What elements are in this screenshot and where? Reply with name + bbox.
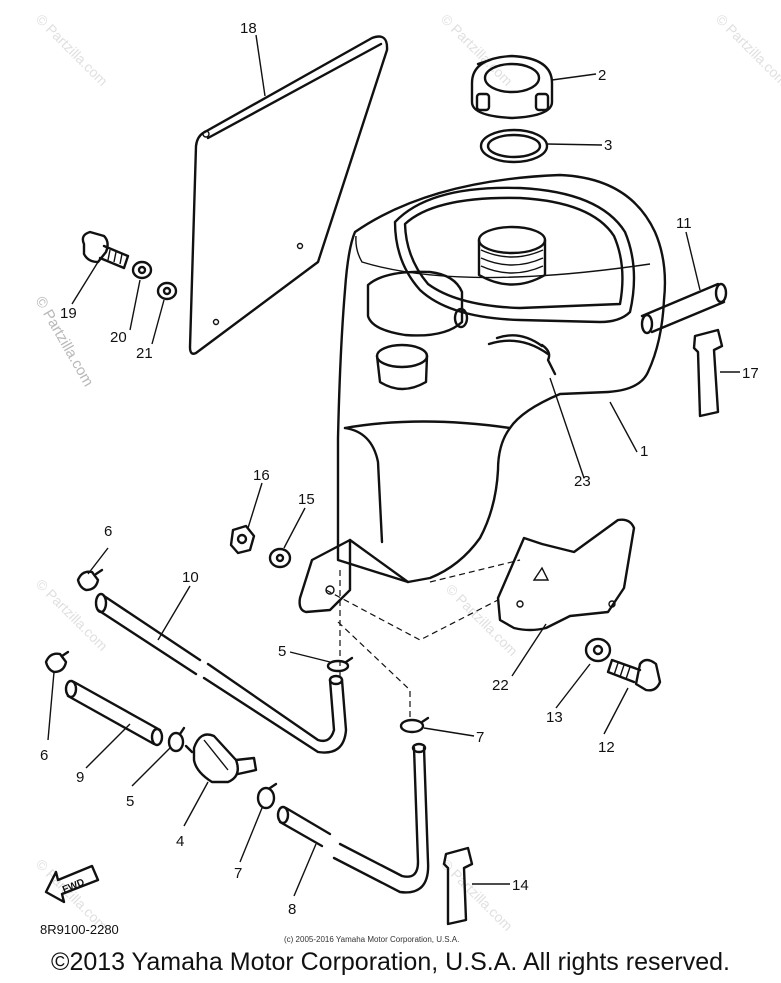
- part-nut-16: [229, 524, 256, 555]
- part-band-14: [442, 846, 474, 926]
- callout-9: 9: [76, 769, 84, 786]
- part-band-17: [692, 328, 724, 418]
- callout-7-lower: 7: [234, 865, 242, 882]
- callout-20: 20: [110, 329, 127, 346]
- part-side-panel: [188, 35, 389, 355]
- watermark-middle: © Partzilla.com: [443, 581, 521, 659]
- part-hose-9: [64, 679, 164, 747]
- callout-12: 12: [598, 739, 615, 756]
- part-clip-7-lower: [256, 782, 278, 810]
- callout-15: 15: [298, 491, 315, 508]
- callout-6-lower: 6: [40, 747, 48, 764]
- part-washer-13: [584, 637, 612, 663]
- part-clip-5-lower: [167, 726, 186, 753]
- part-hose-11: [640, 282, 728, 335]
- part-bracket-22: [496, 518, 636, 632]
- watermark-top-right: © Partzilla.com: [713, 11, 781, 89]
- watermark-mid-left: © Partzilla.com: [33, 576, 111, 654]
- part-hose-8: [276, 742, 430, 894]
- diagram-small-copyright: (c) 2005-2016 Yamaha Motor Corporation, …: [284, 935, 459, 944]
- leader-lines: [47, 34, 740, 897]
- callout-4: 4: [176, 833, 184, 850]
- part-cap-gasket: [479, 128, 549, 164]
- callout-23: 23: [574, 473, 591, 490]
- callout-14: 14: [512, 877, 529, 894]
- part-tank-cap: [470, 54, 554, 120]
- part-bolt-12: [606, 658, 662, 692]
- part-clip-6-lower: [44, 650, 70, 674]
- footer-copyright: ©2013 Yamaha Motor Corporation, U.S.A. A…: [51, 948, 730, 976]
- callout-10: 10: [182, 569, 199, 586]
- callout-19: 19: [60, 305, 77, 322]
- part-collar-20: [131, 260, 153, 280]
- callout-11: 11: [676, 215, 692, 232]
- part-clip-7-upper: [399, 716, 430, 734]
- watermark-top: © Partzilla.com: [438, 11, 516, 89]
- part-fuel-filter: [184, 733, 258, 784]
- part-washer-21: [156, 281, 178, 301]
- callout-21: 21: [136, 345, 153, 362]
- callout-5-lower: 5: [126, 793, 134, 810]
- callout-8: 8: [288, 901, 296, 918]
- part-clip-6-upper: [76, 568, 104, 592]
- part-fuel-tank: [298, 173, 667, 614]
- callout-2: 2: [598, 67, 606, 84]
- watermark-top-left: © Partzilla.com: [33, 11, 111, 89]
- callout-17: 17: [742, 365, 759, 382]
- callout-6-upper: 6: [104, 523, 112, 540]
- callout-1: 1: [640, 443, 648, 460]
- callout-numbers: 18 2 3 11 17 1 23 19 20 21 16 15 10 6 6 …: [40, 20, 759, 918]
- callout-18: 18: [240, 20, 257, 37]
- callout-7-upper: 7: [476, 729, 484, 746]
- watermark-bottom-mid: © Partzilla.com: [438, 856, 516, 934]
- part-clip-5-upper: [326, 656, 354, 673]
- callout-5-upper: 5: [278, 643, 286, 660]
- callout-22: 22: [492, 677, 509, 694]
- diagram-ref-code: 8R9100-2280: [40, 922, 119, 937]
- callout-16: 16: [253, 467, 270, 484]
- part-hose-10: [94, 592, 348, 754]
- part-bolt-19: [81, 230, 130, 270]
- part-washer-15: [268, 547, 292, 569]
- callout-13: 13: [546, 709, 563, 726]
- callout-3: 3: [604, 137, 612, 154]
